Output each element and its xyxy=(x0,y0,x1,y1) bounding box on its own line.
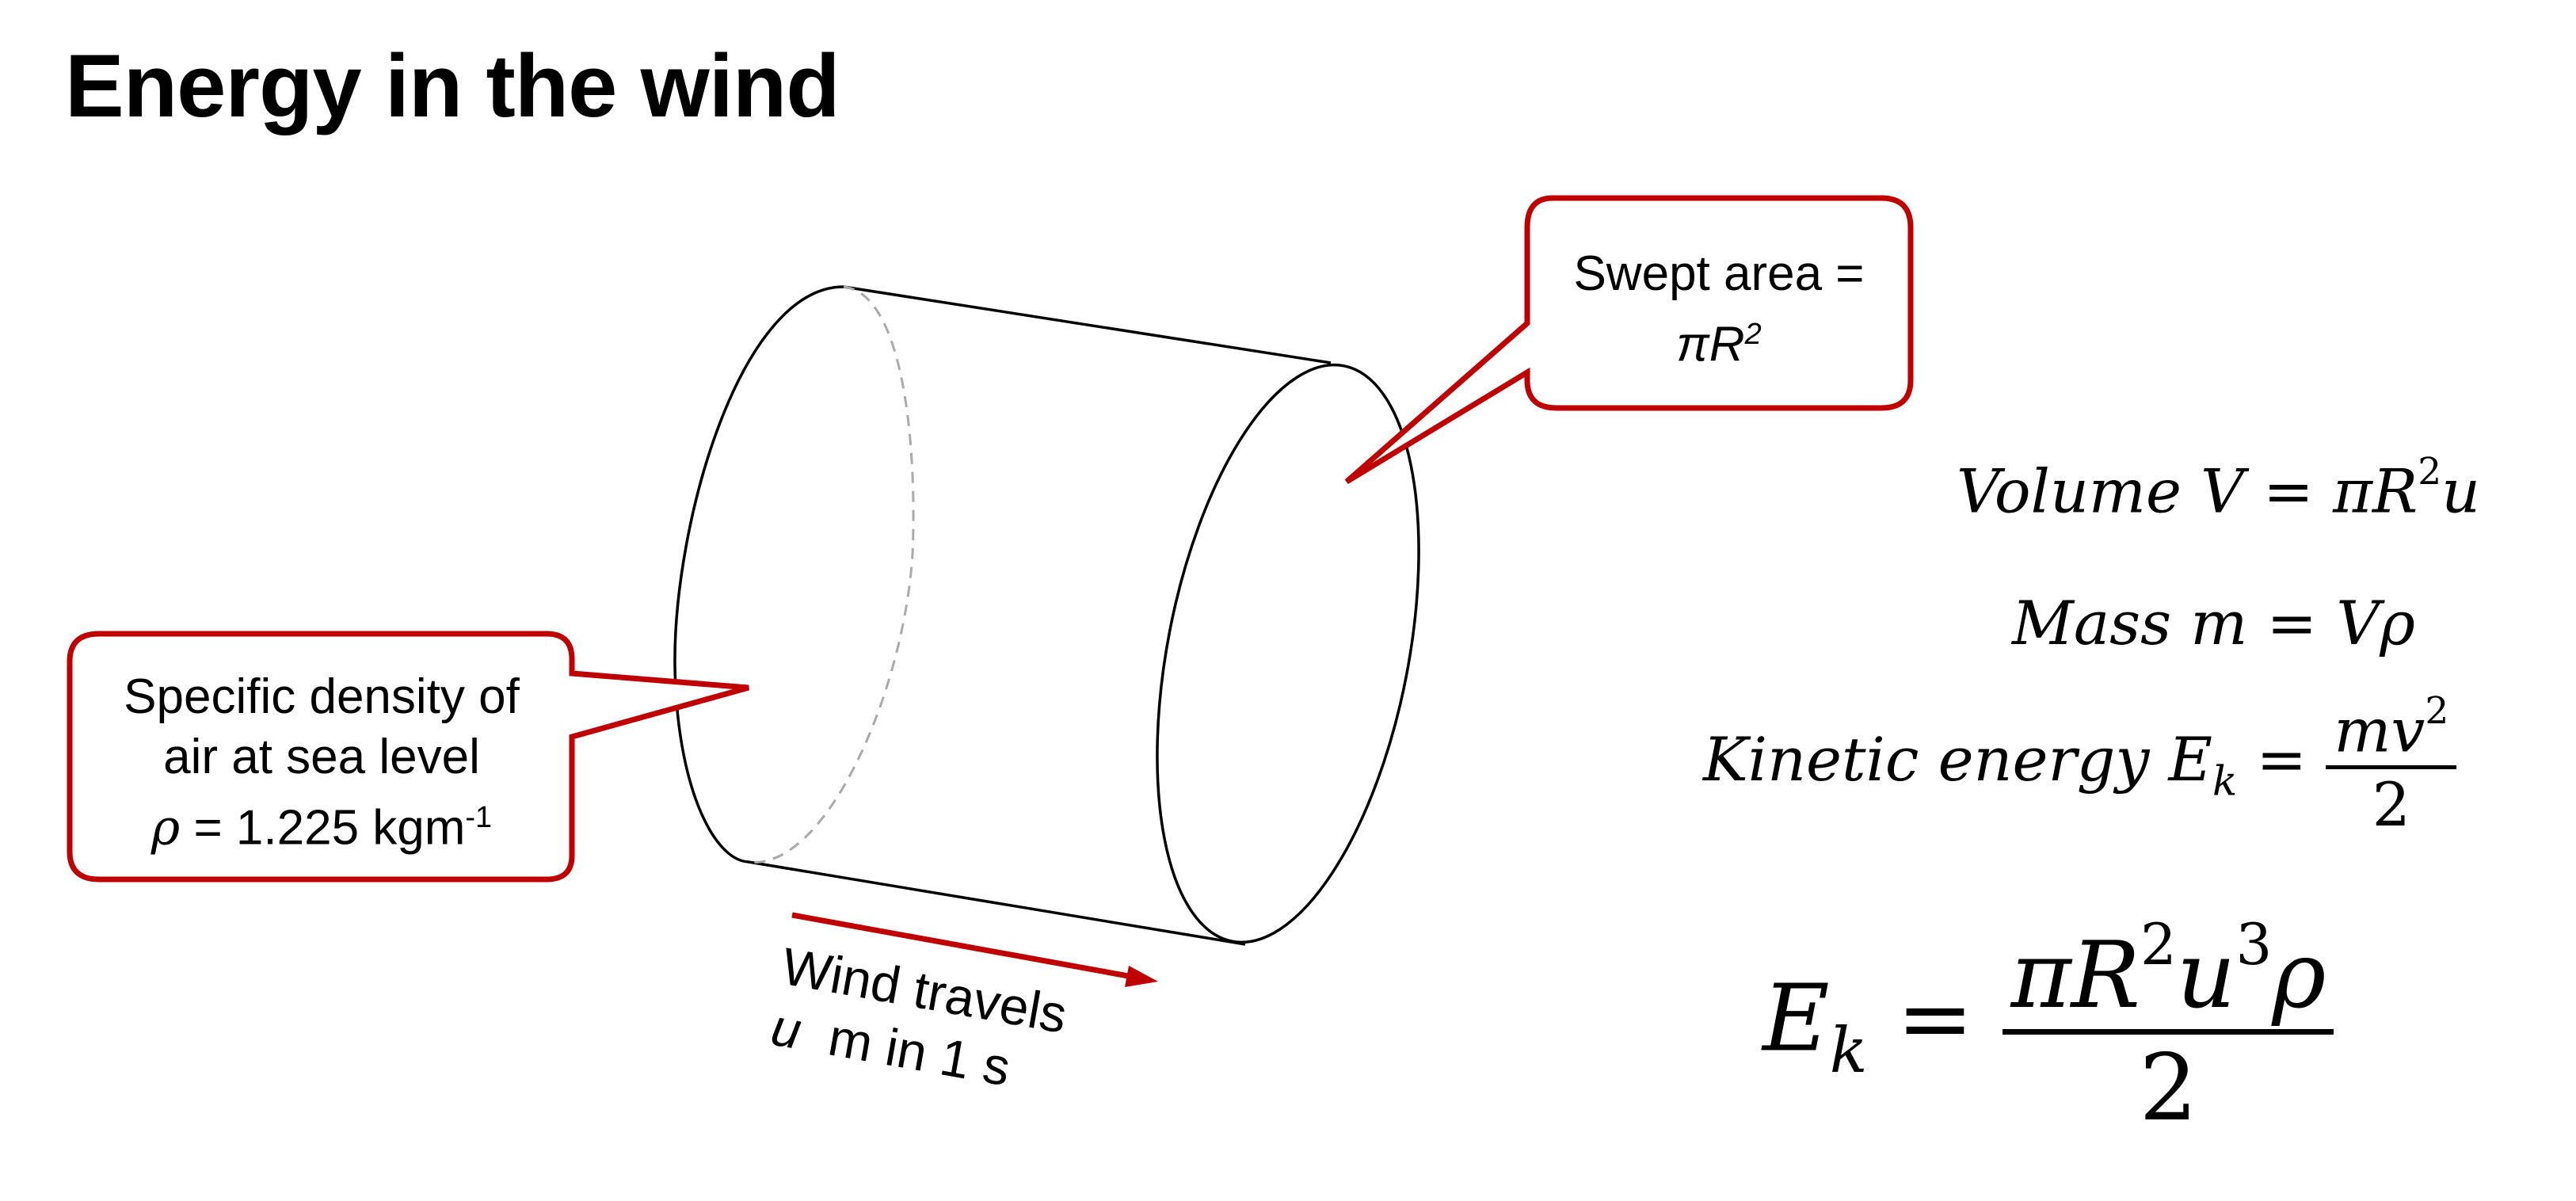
cylinder-left-end-hidden xyxy=(748,285,915,864)
mass-equation: Mass m = Vρ xyxy=(2012,588,2415,658)
swept-area-callout-text: Swept area = πR2 xyxy=(1535,244,1903,376)
final-num-exp1: 2 xyxy=(2140,911,2177,978)
kinetic-num-exponent: 2 xyxy=(2425,689,2449,733)
cylinder-top-edge xyxy=(843,285,1332,364)
kinetic-label: Kinetic energy E xyxy=(1703,724,2213,795)
cylinder-right-end xyxy=(1156,363,1420,944)
final-num-c: ρ xyxy=(2272,921,2326,1029)
swept-area-exponent: 2 xyxy=(1744,318,1762,351)
density-line2: air at sea level xyxy=(163,730,480,784)
cylinder-bottom-edge xyxy=(748,860,1246,946)
density-line1: Specific density of xyxy=(124,669,520,724)
swept-area-line2: πR2 xyxy=(1535,304,1903,376)
volume-equals: = xyxy=(2244,456,2334,527)
mass-rhs: Vρ xyxy=(2336,588,2415,658)
final-num-exp2: 3 xyxy=(2235,911,2273,978)
final-equals: = xyxy=(1867,965,2003,1073)
kinetic-numerator: mv2 xyxy=(2326,689,2457,770)
kinetic-subscript: k xyxy=(2212,757,2238,806)
cylinder xyxy=(673,285,1420,946)
density-line3: ρ = 1.225 kgm-1 xyxy=(79,787,564,859)
volume-equation: Volume V = πR2u xyxy=(1957,450,2480,526)
rho-symbol: ρ xyxy=(151,798,181,856)
cylinder-left-end-front xyxy=(673,285,844,864)
swept-area-line1: Swept area = xyxy=(1573,246,1865,301)
final-num-b: u xyxy=(2176,921,2236,1029)
density-value: = 1.225 kgm xyxy=(180,800,466,856)
final-subscript: k xyxy=(1829,1014,1868,1088)
mass-label: Mass m xyxy=(2012,588,2248,658)
volume-rhs-tail: u xyxy=(2441,456,2481,527)
pi-r-symbol: πR xyxy=(1676,317,1745,372)
kinetic-denominator: 2 xyxy=(2372,769,2411,841)
volume-label: Volume V xyxy=(1957,456,2245,527)
final-num-a: πR xyxy=(2010,921,2141,1029)
volume-rhs: πR xyxy=(2333,456,2418,527)
density-callout-text: Specific density of air at sea level ρ =… xyxy=(79,667,564,859)
wind-arrow xyxy=(791,912,1158,987)
density-exponent: -1 xyxy=(465,801,493,834)
kinetic-equals: = xyxy=(2237,724,2326,795)
page-title: Energy in the wind xyxy=(65,36,840,135)
kinetic-num-text: mv xyxy=(2334,695,2425,766)
swept-area-callout-bubble xyxy=(1344,195,1914,484)
mass-equals: = xyxy=(2247,588,2337,658)
density-callout-bubble xyxy=(67,631,749,883)
final-numerator: πR2u3ρ xyxy=(2002,911,2334,1035)
final-denominator: 2 xyxy=(2139,1034,2198,1142)
final-lhs: E xyxy=(1762,965,1830,1073)
volume-exponent: 2 xyxy=(2418,450,2442,494)
